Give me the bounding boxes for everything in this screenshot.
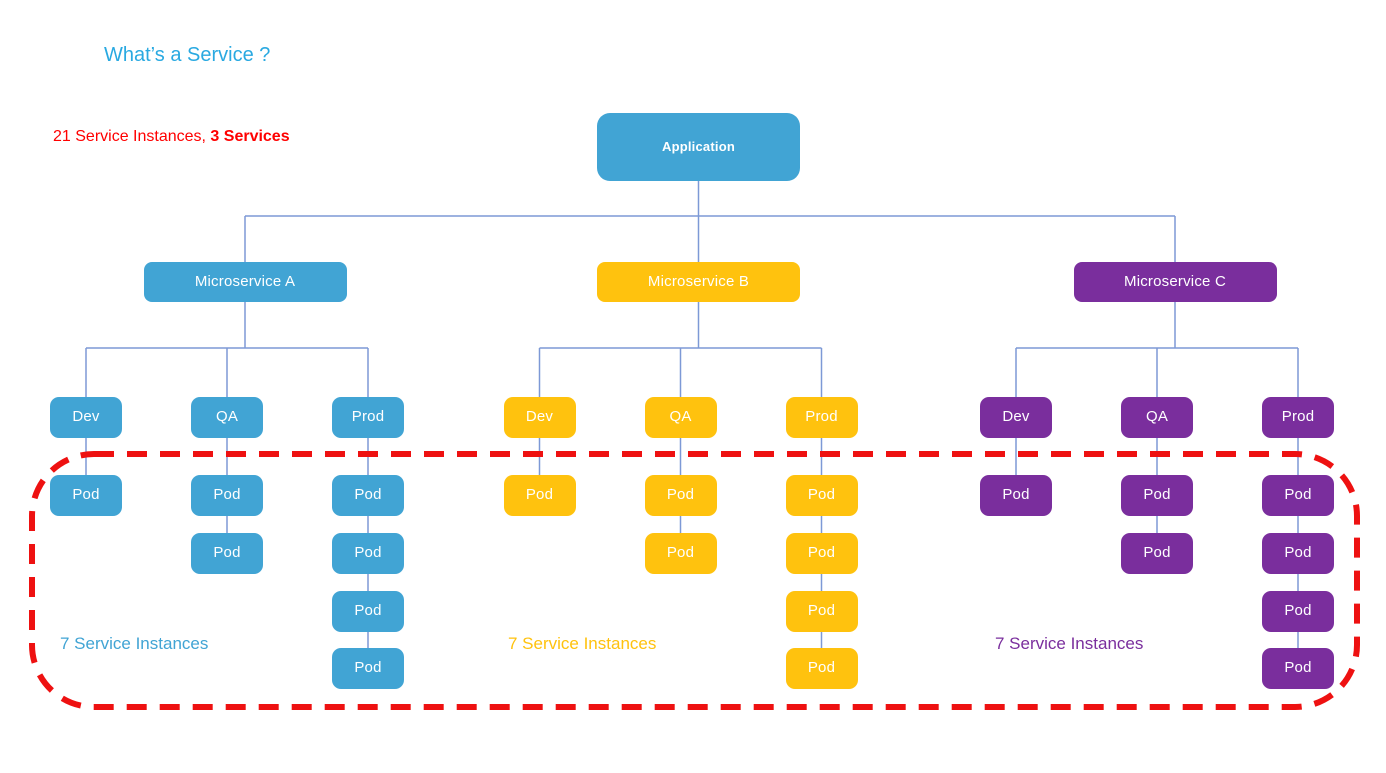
- highlight-dashed-border: [29, 451, 1360, 710]
- summary-regular: 21 Service Instances,: [53, 128, 211, 145]
- summary-bold: 3 Services: [210, 128, 290, 145]
- page-title: What’s a Service ?: [104, 44, 271, 66]
- summary-text: 21 Service Instances, 3 Services: [53, 128, 290, 146]
